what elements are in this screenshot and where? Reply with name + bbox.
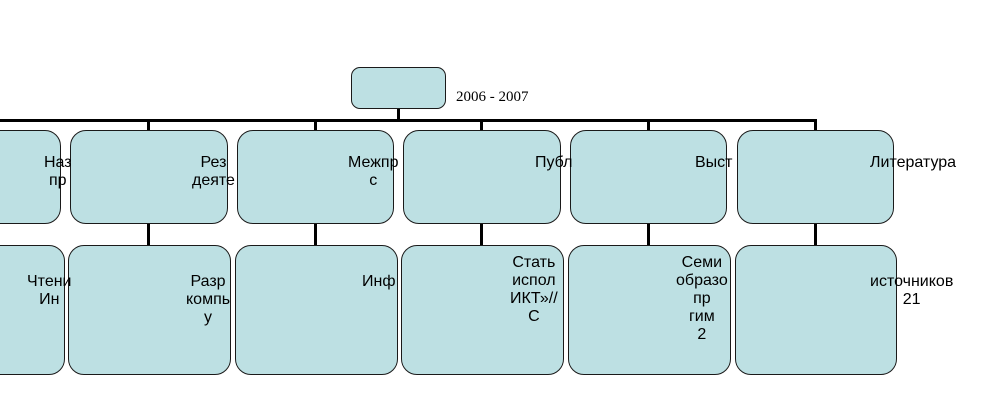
- branch-connector: [147, 119, 150, 131]
- category-label-2: Рез деяте: [192, 154, 235, 189]
- detail-label-1: Чтени Ин: [27, 273, 72, 308]
- category-node-1: [0, 130, 61, 224]
- category-label-1: Наз пр: [44, 154, 72, 189]
- branch-connector: [814, 119, 817, 131]
- horizontal-bus: [0, 119, 817, 122]
- root-connector: [397, 109, 400, 120]
- detail-label-6: источников 21: [870, 273, 954, 308]
- child-connector: [480, 222, 483, 246]
- category-node-6: [737, 130, 894, 224]
- detail-node-1: [0, 245, 65, 375]
- detail-node-3: [235, 245, 398, 375]
- branch-connector: [480, 119, 483, 131]
- category-node-2: [70, 130, 228, 224]
- detail-node-5: [568, 245, 731, 375]
- category-label-6: Литература: [870, 154, 957, 171]
- child-connector: [147, 222, 150, 246]
- detail-node-4: [401, 245, 564, 375]
- category-label-3: Межпр с: [348, 154, 399, 189]
- detail-node-6: [735, 245, 897, 375]
- category-node-4: [403, 130, 561, 224]
- detail-label-5: Семи образо пр гим 2: [676, 254, 728, 343]
- detail-label-4: Стать испол ИКТ»// С: [510, 254, 558, 325]
- detail-label-3: Инф: [362, 273, 396, 290]
- category-node-3: [237, 130, 394, 224]
- category-label-5: Выст: [695, 154, 733, 171]
- category-node-5: [570, 130, 727, 224]
- branch-connector: [314, 119, 317, 131]
- child-connector: [647, 222, 650, 246]
- root-node: [351, 67, 446, 109]
- root-caption: 2006 - 2007: [456, 89, 529, 105]
- category-label-4: Публ: [535, 154, 573, 171]
- detail-node-2: [68, 245, 231, 375]
- branch-connector: [647, 119, 650, 131]
- child-connector: [314, 222, 317, 246]
- child-connector: [814, 222, 817, 246]
- detail-label-2: Разр компь у: [186, 273, 231, 326]
